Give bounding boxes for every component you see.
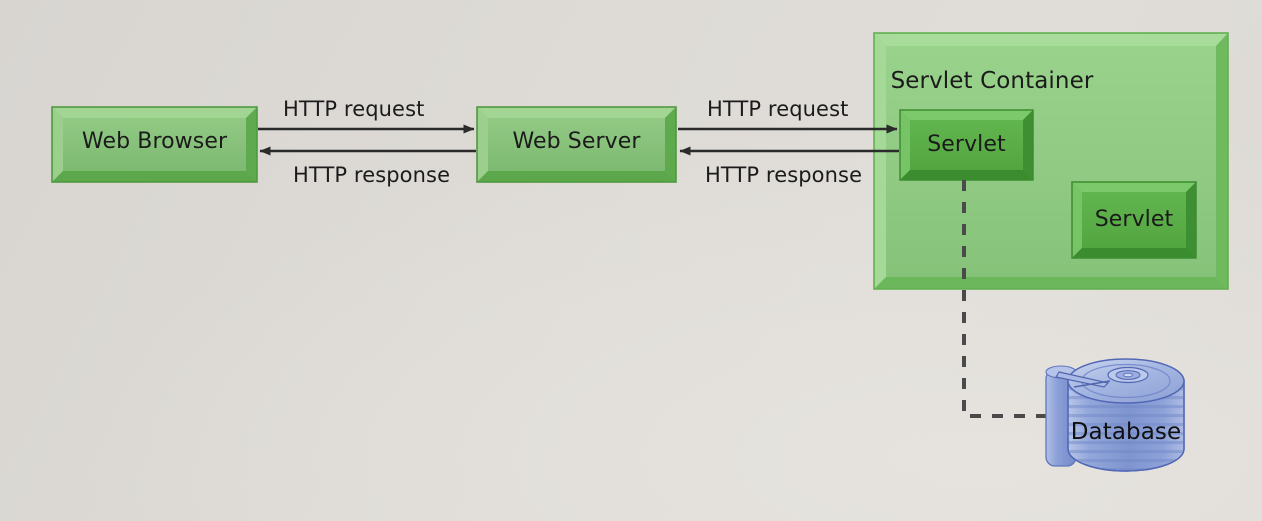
servlet-one-label: Servlet [927,132,1006,157]
database-shape[interactable] [1045,358,1185,472]
web-server-label: Web Server [512,129,641,154]
database-read-arm-icon [1055,371,1111,388]
database-label: Database [1070,419,1182,445]
edge-label-server-to-browser-response: HTTP response [293,163,451,187]
web-browser-shape[interactable] [51,106,258,183]
servlet-two-label: Servlet [1094,207,1174,232]
servlet-one-shape[interactable] [899,109,1034,181]
web-server-shape[interactable] [476,106,677,183]
edge-label-servlet-to-server-response: HTTP response [705,163,863,187]
web-browser-label: Web Browser [81,129,228,154]
servlet-container-title: Servlet Container [890,68,1094,94]
edge-label-browser-to-server-request: HTTP request [283,97,425,121]
dashed-connector-servlet-database [962,180,1048,418]
servlet-two-shape[interactable] [1071,181,1197,259]
edge-label-server-to-servlet-request: HTTP request [707,97,849,121]
